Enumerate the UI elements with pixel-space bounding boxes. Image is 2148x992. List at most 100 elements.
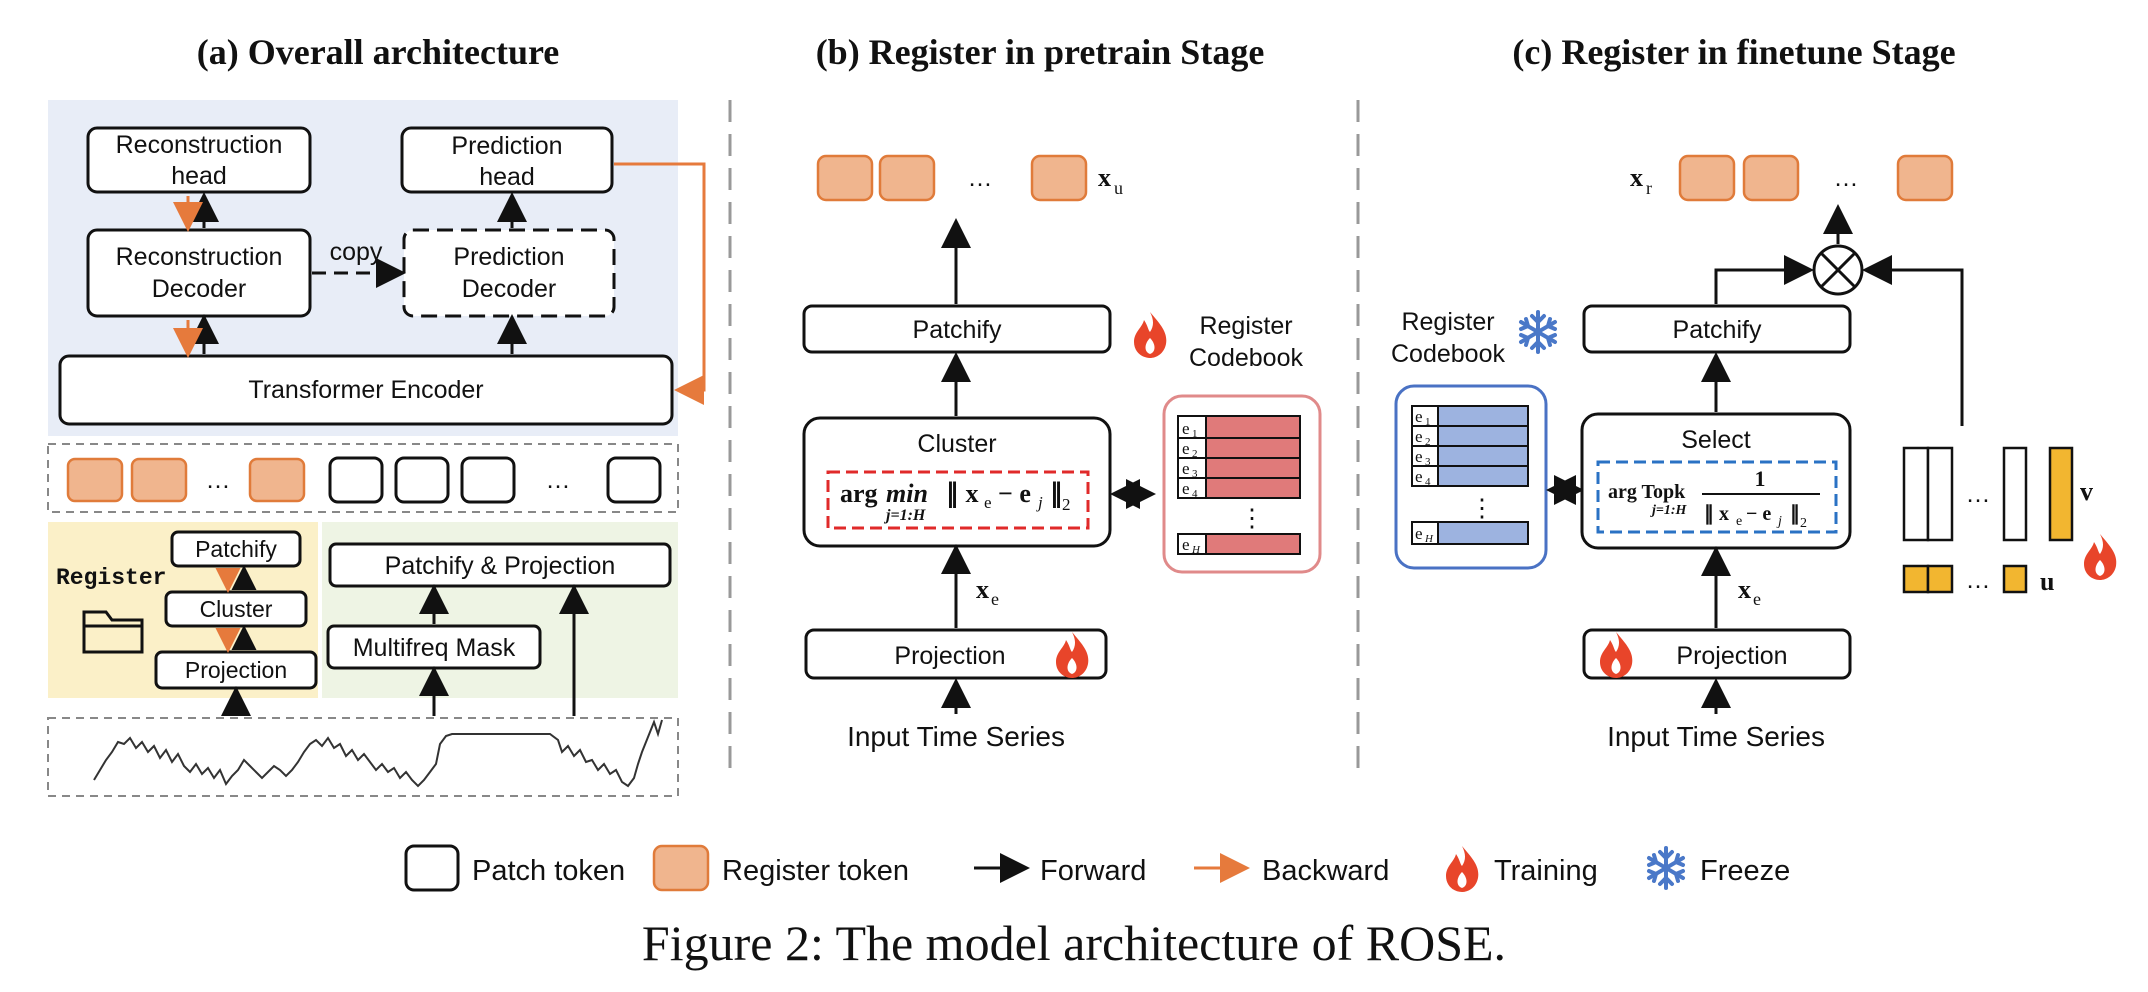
- snowflake-icon: [1647, 846, 1685, 890]
- norm-close-b: ∥: [1050, 479, 1063, 509]
- legend-patch-label: Patch token: [472, 855, 625, 887]
- multifreq-mask-label: Multifreq Mask: [353, 634, 516, 662]
- patch-token-ellipsis: …: [546, 466, 571, 494]
- register-token: [130, 457, 188, 503]
- reconstruction-decoder-label-2: Decoder: [152, 275, 247, 303]
- code-c-3: e: [1415, 447, 1423, 466]
- projection-label-c: Projection: [1676, 642, 1787, 670]
- register-token: [1678, 154, 1736, 202]
- norm-e-sub-b: e: [984, 493, 992, 512]
- u-cell: [1902, 564, 1930, 594]
- legend-training-label: Training: [1494, 855, 1598, 887]
- weight-column: [2002, 446, 2028, 542]
- legend-forward-label: Forward: [1040, 855, 1146, 887]
- denom-e-sub: e: [1736, 514, 1742, 529]
- code-b-2: e: [1182, 439, 1190, 458]
- codebook-label-c-1: Register: [1401, 308, 1494, 336]
- u-label: u: [2040, 567, 2054, 596]
- codebook-dots-b: ⋮: [1240, 504, 1265, 532]
- code-c-2: e: [1415, 427, 1423, 446]
- argmin-formula-box: [826, 470, 1090, 530]
- code-c-h: e: [1415, 524, 1423, 543]
- weight-column: [1902, 446, 1930, 542]
- topk-subscript: j=1:H: [1650, 503, 1688, 518]
- norm-2-b: 2: [1062, 495, 1071, 514]
- register-label: Register: [56, 565, 166, 591]
- codebook-label-b-1: Register: [1199, 312, 1292, 340]
- arrow-weights-to-multiply: [1862, 255, 1964, 426]
- norm-minus-b: − e: [998, 479, 1031, 508]
- register-token: [248, 457, 306, 503]
- norm-j-sub-b: j: [1036, 493, 1043, 512]
- legend-freeze-label: Freeze: [1700, 855, 1790, 887]
- u-ellipsis: …: [1966, 566, 1991, 594]
- title-c: (c) Register in finetune Stage: [1512, 32, 1955, 72]
- xe-label-b: x: [976, 575, 989, 604]
- transformer-encoder-label: Transformer Encoder: [248, 376, 483, 404]
- argmin-subscript: j=1:H: [883, 507, 926, 524]
- register-cluster-label: Cluster: [200, 596, 273, 622]
- xe-subscript-c: e: [1753, 589, 1761, 609]
- projection-label-b: Projection: [894, 642, 1005, 670]
- register-token: [66, 457, 124, 503]
- register-patchify-label: Patchify: [195, 536, 277, 562]
- copy-label: copy: [330, 238, 383, 266]
- prediction-head-label-2: head: [479, 163, 535, 191]
- topk-formula-box: [1596, 460, 1838, 534]
- input-label-b: Input Time Series: [847, 721, 1065, 752]
- code-c-4: e: [1415, 467, 1423, 486]
- legend-register-label: Register token: [722, 855, 909, 887]
- register-token: [878, 154, 936, 202]
- prediction-decoder-label-2: Decoder: [462, 275, 557, 303]
- token-row-border: [47, 443, 679, 513]
- register-token: [1030, 154, 1088, 202]
- register-token: [816, 154, 874, 202]
- multiply-cross-2: [1819, 251, 1857, 289]
- time-series-border: [47, 717, 679, 797]
- topk-numerator: 1: [1755, 466, 1766, 491]
- denom-minus: − e: [1746, 503, 1771, 525]
- patch-token: [328, 456, 384, 504]
- argmin-min: min: [886, 479, 928, 508]
- denom-close: ∥: [1790, 503, 1800, 525]
- legend-patch-swatch: [404, 844, 460, 892]
- code-c-1: e: [1415, 407, 1423, 426]
- token-ellipsis-b: …: [968, 164, 993, 192]
- title-b: (b) Register in pretrain Stage: [816, 32, 1265, 72]
- xe-subscript-b: e: [991, 589, 999, 609]
- patchify-label-c: Patchify: [1673, 316, 1762, 344]
- folder-icon: [82, 610, 144, 654]
- denom-2: 2: [1800, 516, 1807, 531]
- weight-column: [1926, 446, 1954, 542]
- select-label: Select: [1681, 426, 1751, 454]
- code-c-3-sub: 3: [1425, 456, 1431, 468]
- code-b-h-sub: H: [1191, 544, 1201, 556]
- fire-icon: [1446, 846, 1479, 892]
- code-b-3: e: [1182, 459, 1190, 478]
- denom-expr: ∥ x: [1704, 503, 1729, 525]
- prediction-decoder-label-1: Prediction: [453, 243, 564, 271]
- denom-j-sub: j: [1776, 514, 1782, 529]
- v-label: v: [2080, 477, 2093, 506]
- codebook-dots-c: ⋮: [1470, 494, 1495, 522]
- code-b-1-sub: 1: [1192, 428, 1198, 440]
- codebook-label-b-2: Codebook: [1189, 344, 1303, 372]
- patchify-projection-label: Patchify & Projection: [385, 552, 616, 580]
- code-c-4-sub: 4: [1425, 476, 1431, 488]
- codebook-entries-b: [1177, 415, 1301, 555]
- reconstruction-head-label-2: head: [171, 162, 227, 190]
- code-b-h: e: [1182, 535, 1190, 554]
- register-token: [1896, 154, 1954, 202]
- prediction-head-label-1: Prediction: [451, 132, 562, 160]
- code-c-2-sub: 2: [1425, 436, 1431, 448]
- code-b-2-sub: 2: [1192, 448, 1198, 460]
- u-cell: [1926, 564, 1954, 594]
- code-c-h-sub: H: [1424, 533, 1434, 545]
- patch-token: [460, 456, 516, 504]
- code-c-1-sub: 1: [1425, 416, 1431, 428]
- legend-register-swatch: [652, 844, 710, 892]
- transformer-encoder-box: [58, 354, 674, 426]
- patchify-projection-box: [328, 542, 672, 588]
- xe-label-c: x: [1738, 575, 1751, 604]
